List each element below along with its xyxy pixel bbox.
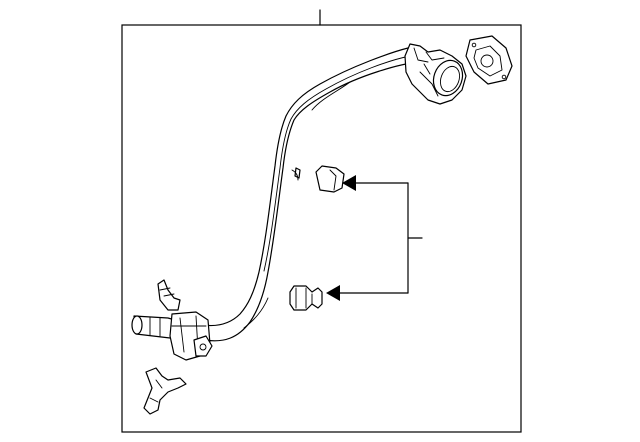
arrow-upper-icon <box>342 175 356 191</box>
callout-bracket <box>326 175 423 301</box>
lower-connector-assembly[interactable] <box>131 279 213 361</box>
arrow-lower-icon <box>326 285 340 301</box>
mounting-gasket[interactable] <box>465 35 513 85</box>
filler-cap-housing[interactable] <box>404 43 467 105</box>
hose-clamp-lower[interactable] <box>289 285 323 311</box>
diagram-frame <box>121 24 522 433</box>
hose-clamp-upper[interactable] <box>315 165 345 193</box>
fuel-filler-neck[interactable] <box>202 47 419 342</box>
mounting-bracket[interactable] <box>143 367 187 415</box>
